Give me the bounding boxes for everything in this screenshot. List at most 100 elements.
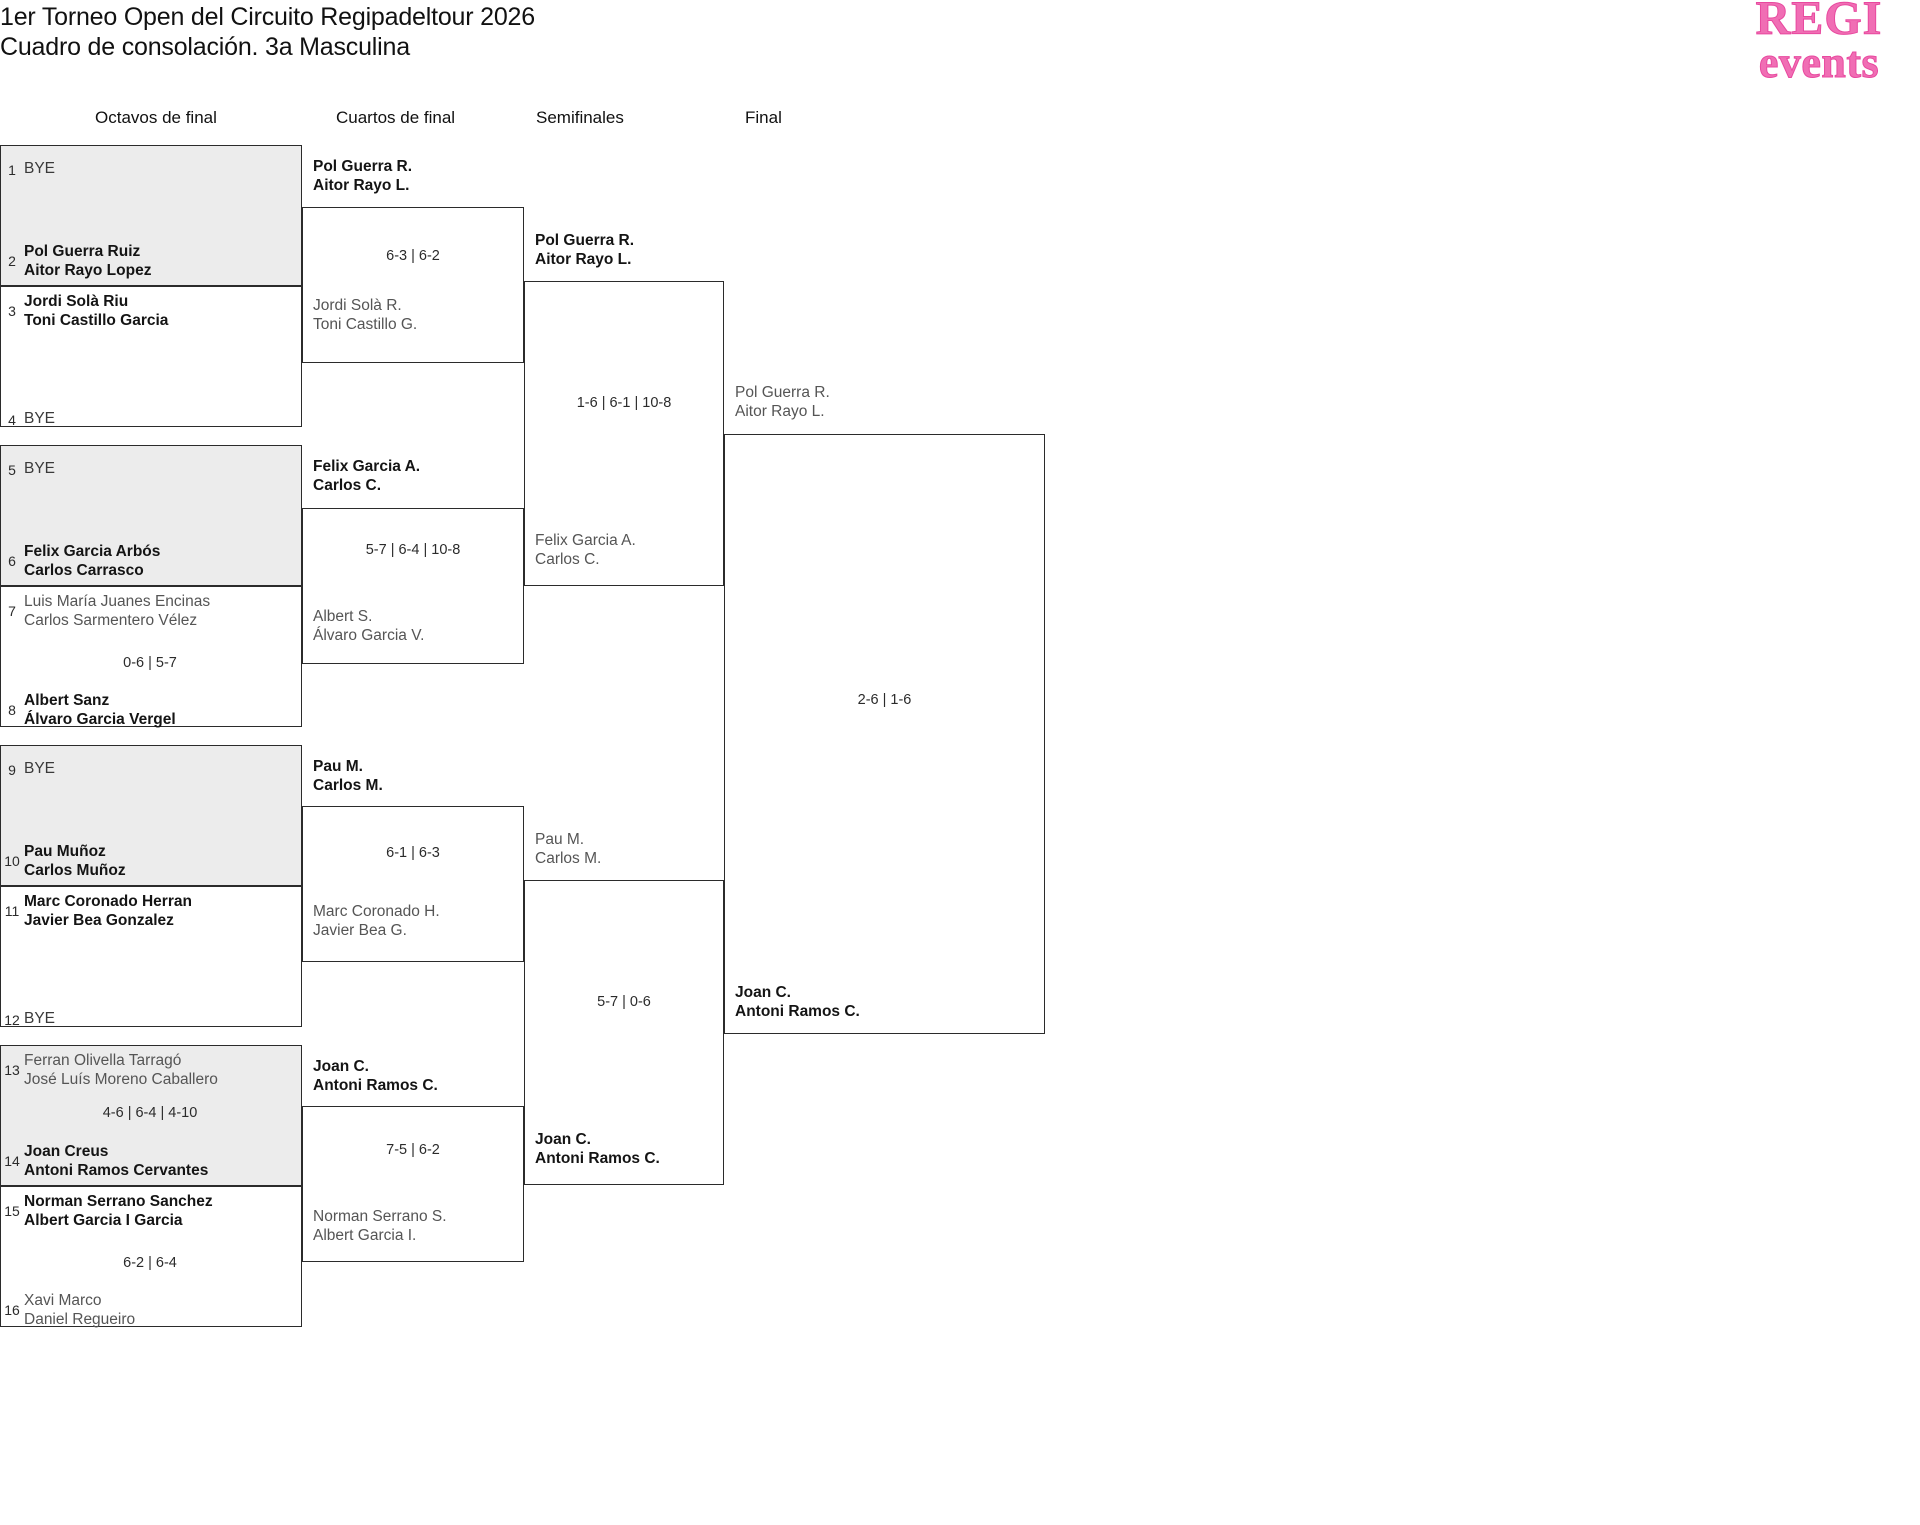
r2-team-b-bottom[interactable]: Albert S. Álvaro Garcia V. [313,608,424,645]
r2-connector-b [302,508,524,664]
seed-number: 4 [8,412,16,428]
player-1: Xavi Marco [24,1292,102,1309]
team-names: Ferran Olivella Tarragó José Luís Moreno… [24,1052,218,1089]
bye-label: BYE [24,760,56,777]
seed-number: 14 [4,1153,20,1169]
player-2: Toni Castillo G. [313,315,418,333]
r3-team-a-bottom[interactable]: Felix Garcia A. Carlos C. [535,532,636,569]
player-2: Javier Bea Gonzalez [24,911,174,929]
r1-entry-5[interactable]: 5 BYE [0,452,300,479]
r1-entry-1[interactable]: 1 BYE [0,152,300,179]
page-title: 1er Torneo Open del Circuito Regipadelto… [0,2,900,62]
page-title-line-1: 1er Torneo Open del Circuito Regipadelto… [0,3,535,31]
r1-entry-13[interactable]: 13 Ferran Olivella Tarragó José Luís Mor… [0,1052,300,1089]
player-1: Pol Guerra Ruiz [24,243,141,260]
player-1: Joan C. [735,984,791,1001]
player-1: Pol Guerra R. [535,232,635,249]
r2-team-c-bottom[interactable]: Marc Coronado H. Javier Bea G. [313,903,440,940]
seed-number: 11 [4,903,20,919]
seed-number: 13 [4,1062,20,1078]
r2-score-c: 6-1 | 6-3 [386,845,440,861]
team-names: Luis María Juanes Encinas Carlos Sarment… [24,593,210,630]
r3-team-a-top[interactable]: Pol Guerra R. Aitor Rayo L. [535,232,634,269]
seed-number: 8 [8,702,16,718]
player-1: Felix Garcia A. [535,532,636,549]
r1-slab-9-10 [0,745,302,886]
player-2: Antoni Ramos C. [535,1149,660,1167]
round-header-cuartos: Cuartos de final [336,108,456,127]
r2-connector-c [302,806,524,962]
r1-slab-11-12 [0,886,302,1027]
r1-entry-8[interactable]: 8 Albert Sanz Álvaro Garcia Vergel [0,692,300,729]
player-2: Aitor Rayo L. [535,250,632,268]
team-names: Felix Garcia Arbós Carlos Carrasco [24,543,160,580]
seed-number: 15 [4,1203,20,1219]
r3-team-b-bottom[interactable]: Joan C. Antoni Ramos C. [535,1131,660,1168]
r1-entry-3[interactable]: 3 Jordi Solà Riu Toni Castillo Garcia [0,293,300,330]
r1-entry-11[interactable]: 11 Marc Coronado Herran Javier Bea Gonza… [0,893,300,930]
seed-number: 5 [8,462,16,478]
r1-entry-6[interactable]: 6 Felix Garcia Arbós Carlos Carrasco [0,543,300,580]
r3-team-b-top[interactable]: Pau M. Carlos M. [535,831,601,868]
r1-score-13v14: 4-6 | 6-4 | 4-10 [102,1105,198,1121]
seed-number: 2 [8,253,16,269]
r1-score-15v16: 6-2 | 6-4 [123,1255,177,1271]
page-title-line-2: Cuadro de consolación. 3a Masculina [0,33,410,61]
r1-entry-16[interactable]: 16 Xavi Marco Daniel Regueiro [0,1292,300,1329]
player-1: Joan Creus [24,1143,109,1160]
regi-events-logo: REGI events [1724,0,1914,84]
team-names: Jordi Solà Riu Toni Castillo Garcia [24,293,168,330]
r1-entry-7[interactable]: 7 Luis María Juanes Encinas Carlos Sarme… [0,593,300,630]
r4-team-bottom-champion[interactable]: Joan C. Antoni Ramos C. [735,984,860,1021]
player-1: Albert S. [313,608,373,625]
r1-entry-15[interactable]: 15 Norman Serrano Sanchez Albert Garcia … [0,1193,300,1230]
r1-slab-15-16 [0,1186,302,1327]
player-2: Aitor Rayo L. [735,402,825,420]
player-2: Carlos Sarmentero Vélez [24,611,198,629]
player-1: Pol Guerra R. [735,384,830,401]
r2-connector-d [302,1106,524,1262]
player-1: Joan C. [313,1058,369,1075]
player-1: Albert Sanz [24,692,110,709]
seed-number: 1 [8,162,16,178]
r2-team-d-bottom[interactable]: Norman Serrano S. Albert Garcia I. [313,1208,447,1245]
r2-team-b-top[interactable]: Felix Garcia A. Carlos C. [313,458,420,495]
round-header-octavos: Octavos de final [95,108,217,127]
seed-number: 12 [4,1012,20,1028]
player-2: José Luís Moreno Caballero [24,1070,218,1088]
team-names: Xavi Marco Daniel Regueiro [24,1292,135,1329]
seed-number: 3 [8,303,16,319]
r4-score-final: 2-6 | 1-6 [857,692,912,708]
player-1: Felix Garcia Arbós [24,543,161,560]
team-names: Pol Guerra Ruiz Aitor Rayo Lopez [24,243,151,280]
player-1: Jordi Solà R. [313,297,402,314]
r4-team-top[interactable]: Pol Guerra R. Aitor Rayo L. [735,384,830,421]
player-1: Felix Garcia A. [313,458,421,475]
r4-connector-final [724,434,1045,1034]
player-2: Carlos C. [313,476,382,494]
r3-connector-b [524,880,724,1185]
r1-entry-9[interactable]: 9 BYE [0,752,300,779]
team-names: Albert Sanz Álvaro Garcia Vergel [24,692,176,729]
player-2: Toni Castillo Garcia [24,311,169,329]
player-1: Pol Guerra R. [313,158,413,175]
r1-entry-4[interactable]: 4 BYE [0,402,300,429]
r2-team-d-top[interactable]: Joan C. Antoni Ramos C. [313,1058,438,1095]
r2-team-a-top[interactable]: Pol Guerra R. Aitor Rayo L. [313,158,412,195]
r2-team-c-top[interactable]: Pau M. Carlos M. [313,758,383,795]
player-2: Antoni Ramos C. [735,1002,860,1020]
r1-entry-14[interactable]: 14 Joan Creus Antoni Ramos Cervantes [0,1143,300,1180]
player-2: Aitor Rayo Lopez [24,261,152,279]
r1-entry-12[interactable]: 12 BYE [0,1002,300,1029]
player-2: Álvaro Garcia V. [313,626,425,644]
player-1: Pau Muñoz [24,843,106,860]
r1-entry-10[interactable]: 10 Pau Muñoz Carlos Muñoz [0,843,300,880]
r2-score-b: 5-7 | 6-4 | 10-8 [365,542,461,558]
r1-entry-2[interactable]: 2 Pol Guerra Ruiz Aitor Rayo Lopez [0,243,300,280]
team-names: Marc Coronado Herran Javier Bea Gonzalez [24,893,192,930]
r1-slab-1-2 [0,145,302,286]
player-2: Antoni Ramos Cervantes [24,1161,209,1179]
r2-team-a-bottom[interactable]: Jordi Solà R. Toni Castillo G. [313,297,417,334]
team-names: Norman Serrano Sanchez Albert Garcia I G… [24,1193,213,1230]
